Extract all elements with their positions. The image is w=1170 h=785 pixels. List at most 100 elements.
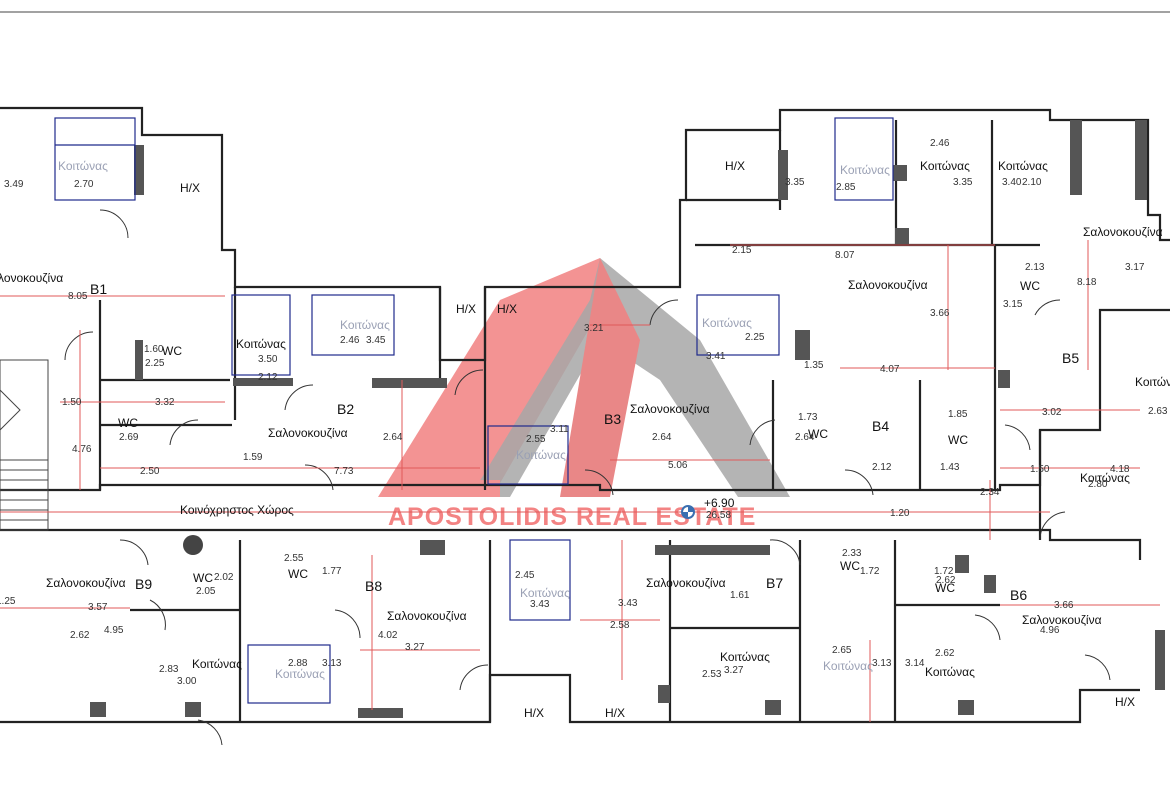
dim-label: 2.64 (652, 432, 672, 443)
dim-label: 2.12 (258, 372, 278, 383)
room-labels: Κοιτώνας H/X λονοκουζίνα WC WC Κοιτώνας … (0, 159, 1170, 720)
room-label-bedroom: Κοιτώνας (520, 586, 570, 600)
dim-label: 1.50 (62, 397, 82, 408)
room-label-wc: WC (193, 571, 213, 585)
dim-label: 2.58 (610, 620, 630, 631)
dim-label: 4.96 (1040, 625, 1060, 636)
unit-label-b7: B7 (766, 575, 783, 591)
room-label-living-kitchen: Σαλονοκουζίνα (387, 609, 467, 623)
dim-label: 3.14 (905, 658, 925, 669)
room-label-bedroom: Κοιτώνας (236, 337, 286, 351)
dim-label: 2.55 (526, 434, 546, 445)
dim-label: 3.40 (1002, 177, 1022, 188)
dim-label: 4.95 (104, 625, 124, 636)
dim-label: 2.15 (732, 245, 752, 256)
unit-label-b3: B3 (604, 411, 621, 427)
dimension-texts: 3.49 2.70 8.05 1.60 2.25 1.50 3.32 2.69 … (0, 138, 1168, 687)
unit-label-b8: B8 (365, 578, 382, 594)
room-label-hx: H/X (497, 302, 517, 316)
dim-label: 2.88 (288, 658, 308, 669)
dim-label: 2.34 (980, 487, 1000, 498)
room-label-bedroom: Κοιτώνας (720, 650, 770, 664)
room-label-wc: WC (935, 581, 955, 595)
dim-label: 3.02 (1042, 407, 1062, 418)
room-label-wc: WC (118, 416, 138, 430)
dim-label: 2.64 (383, 432, 403, 443)
room-label-bedroom: Κοιτώνας (702, 316, 752, 330)
unit-label-b9: B9 (135, 576, 152, 592)
dim-label: 1.59 (243, 452, 263, 463)
room-label-wc: WC (1020, 279, 1040, 293)
room-label-bedroom: Κοιτώνας (998, 159, 1048, 173)
watermark-text: APOSTOLIDIS REAL ESTATE (388, 503, 756, 531)
unit-labels: B1 B2 B3 B4 B5 B6 B7 B8 B9 (90, 281, 1079, 603)
room-label-wc: WC (162, 344, 182, 358)
unit-label-b4: B4 (872, 418, 889, 434)
dim-label: 3.15 (1003, 299, 1023, 310)
dim-label: 2.55 (284, 553, 304, 564)
dim-label: 2.83 (159, 664, 179, 675)
room-label-hx: H/X (456, 302, 476, 316)
dim-label: 2.64 (795, 432, 815, 443)
dim-label: 4.76 (72, 444, 92, 455)
dim-label: 2.80 (1088, 479, 1108, 490)
dim-label: 1.43 (940, 462, 960, 473)
dim-label: 2.33 (842, 548, 862, 559)
dim-label: 1.60 (144, 344, 164, 355)
dim-label: 1.25 (0, 596, 16, 607)
dim-label: 3.66 (1054, 600, 1074, 611)
dim-label: 1.35 (804, 360, 824, 371)
dim-label: 1.73 (798, 412, 818, 423)
room-label-hx: H/X (524, 706, 544, 720)
room-label-hx: H/X (180, 181, 200, 195)
room-label-wc: WC (840, 559, 860, 573)
room-label-bedroom: Κοιτώνας (1135, 375, 1170, 389)
stair (0, 359, 49, 531)
room-label-bedroom: Κοιτώνας (920, 159, 970, 173)
wall-fills (90, 120, 1165, 718)
dim-label: 1.85 (948, 409, 968, 420)
dim-label: 3.11 (550, 424, 569, 435)
dim-label: 1.72 (934, 566, 954, 577)
dim-label: 3.27 (405, 642, 425, 653)
common-area-label: Κοινόχρηστος Χώρος (180, 503, 294, 517)
dim-label: 1.61 (730, 590, 750, 601)
room-label-bedroom: Κοιτώνας (275, 667, 325, 681)
dim-label: 3.17 (1125, 262, 1145, 273)
dim-label: 1.50 (1030, 464, 1050, 475)
unit-label-b5: B5 (1062, 350, 1079, 366)
dim-label: 2.70 (74, 179, 94, 190)
dim-label: 3.21 (584, 323, 604, 334)
dim-label: 2.69 (119, 432, 139, 443)
beds (54, 117, 894, 704)
room-label-bedroom: Κοιτώνας (192, 657, 242, 671)
dim-label: 2.50 (140, 466, 160, 477)
room-label-wc: WC (808, 427, 828, 441)
unit-label-b6: B6 (1010, 587, 1027, 603)
dim-label: 3.35 (953, 177, 973, 188)
room-label-living-kitchen: Σαλονοκουζίνα (1022, 613, 1102, 627)
dim-label: 2.63 (1148, 406, 1168, 417)
dim-label: 8.05 (68, 291, 88, 302)
dim-label: 7.73 (334, 466, 354, 477)
dim-label: 2.62 (935, 648, 955, 659)
dim-label: 3.32 (155, 397, 175, 408)
dim-label: 2.13 (1025, 262, 1045, 273)
dim-label: 3.27 (724, 665, 744, 676)
dim-label: 3.43 (530, 599, 550, 610)
dim-label: 1.72 (860, 566, 880, 577)
dim-label: 2.12 (872, 462, 892, 473)
room-label-living-kitchen: Σαλονοκουζίνα (646, 576, 726, 590)
dim-label: 3.50 (258, 354, 278, 365)
unit-label-b1: B1 (90, 281, 107, 297)
dim-label: 3.41 (706, 351, 726, 362)
room-label-living-kitchen: Σαλονοκουζίνα (46, 576, 126, 590)
dim-label: 3.45 (366, 335, 386, 346)
dim-label: 4.07 (880, 364, 900, 375)
dim-label: 3.13 (872, 658, 892, 669)
dim-label: 2.62 (936, 575, 956, 586)
room-label-bedroom: Κοιτώνας (840, 163, 890, 177)
dim-label: 1.20 (890, 508, 910, 519)
dim-label: 2.46 (930, 138, 950, 149)
